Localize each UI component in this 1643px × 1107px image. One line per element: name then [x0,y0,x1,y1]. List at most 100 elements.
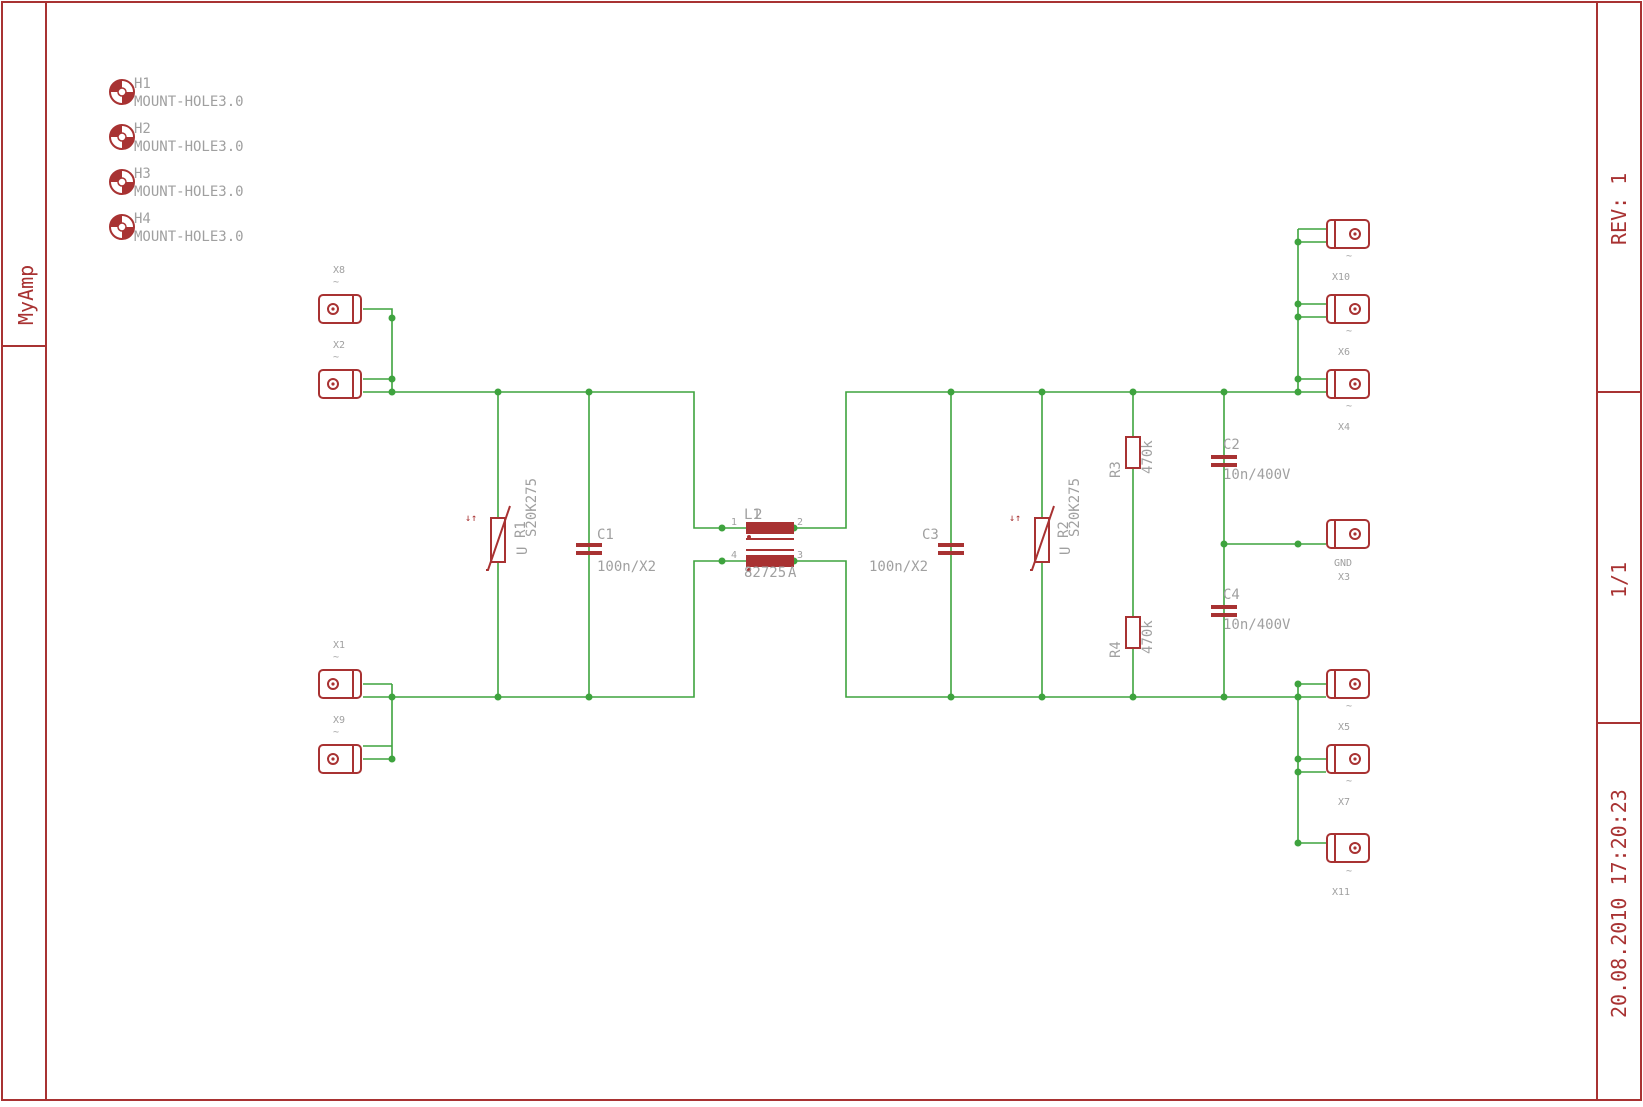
screw-terminal-icon [1326,219,1370,249]
connector-x5: ~ X5 [1326,669,1370,733]
connector-x9: X9 ~ [318,715,362,774]
screw-terminal-icon [318,669,362,699]
choke-pin-label: 1 [731,517,737,528]
capacitor-plate-icon [576,543,602,547]
mount-hole-h3: H3 MOUNT-HOLE3.0 [109,166,244,200]
junctions [388,238,1302,847]
connector-x1: X1 ~ [318,640,362,699]
choke-pin-label: 4 [731,550,737,561]
capacitor-value: 100n/X2 [597,559,656,575]
connector-name: X3 [1338,572,1350,583]
mount-hole-name: H1 [134,76,151,92]
screw-terminal-icon [318,744,362,774]
connector-name: X6 [1338,347,1350,358]
varistor-name: R2 [1056,521,1072,538]
connector-x2: X2 ~ [318,340,362,399]
connector-tilde: ~ [1346,326,1352,337]
varistor-mark: U [1058,547,1074,555]
capacitor-c3: C3 100n/X2 [869,527,964,575]
capacitor-name: C3 [922,527,939,543]
choke-winding-icon [746,522,794,534]
capacitor-c1: C1 100n/X2 [576,527,656,575]
capacitor-plate-icon [576,551,602,555]
varistor-mark: U [515,547,531,555]
capacitor-plate-icon [1211,455,1237,459]
mount-hole-value: MOUNT-HOLE3.0 [134,229,244,245]
connector-tilde: ~ [333,652,339,663]
screw-terminal-icon [1326,294,1370,324]
timestamp: 20.08.2010 17:20:23 [1607,789,1631,1018]
choke-value-overlay: A [788,565,797,581]
capacitor-value: 10n/400V [1223,617,1291,633]
resistor-name: R3 [1108,461,1124,478]
resistor-value: 470k [1140,620,1156,654]
connector-name: X9 [333,715,345,726]
connector-tilde: ~ [1346,776,1352,787]
varistor-name: R1 [513,521,529,538]
mount-hole-name: H2 [134,121,151,137]
connector-x4: ~ X4 [1326,369,1370,433]
connector-name: X1 [333,640,345,651]
capacitor-plate-icon [938,543,964,547]
connector-x11: ~ X11 [1326,833,1370,898]
connector-name: X5 [1338,722,1350,733]
mount-hole-name: H3 [134,166,151,182]
wires [363,228,1326,844]
varistor-r1: ↓↑ U R1 S20K275 [465,478,540,571]
varistor-value: S20K275 [1067,478,1083,537]
screw-terminal-icon [1326,744,1370,774]
mount-hole-icon [109,214,135,240]
connector-tilde: ~ [333,352,339,363]
connector-name: X2 [333,340,345,351]
resistor-r4: R4 470k [1108,616,1156,658]
varistor-arrows: ↓↑ [1009,513,1021,524]
resistor-body-icon [1125,436,1141,469]
screw-terminal-icon [1326,369,1370,399]
connector-x3: GND X3 [1326,519,1370,583]
mount-hole-name: H4 [134,211,151,227]
choke-name: L1 [744,507,761,523]
choke-winding-icon [746,555,794,567]
resistor-name: R4 [1108,641,1124,658]
varistor-value: S20K275 [524,478,540,537]
mount-hole-icon [109,169,135,195]
connector-tilde: ~ [1346,701,1352,712]
capacitor-plate-icon [1211,463,1237,467]
mount-hole-h1: H1 MOUNT-HOLE3.0 [109,76,244,110]
connector-x10: ~ X10 [1326,219,1370,283]
choke-pin-label: 2 [797,517,803,528]
mount-hole-value: MOUNT-HOLE3.0 [134,139,244,155]
connector-name: X11 [1332,887,1350,898]
mount-hole-h2: H2 MOUNT-HOLE3.0 [109,121,244,155]
resistor-value: 470k [1140,440,1156,474]
connector-tilde: ~ [333,727,339,738]
sheet-number: 1/1 [1607,562,1631,598]
connector-name: X10 [1332,272,1350,283]
capacitor-name: C4 [1223,587,1240,603]
capacitor-value: 10n/400V [1223,467,1291,483]
connector-tilde: ~ [333,277,339,288]
screw-terminal-icon [318,294,362,324]
resistor-body-icon [1125,616,1141,649]
connector-name: X8 [333,265,345,276]
choke-l1: 1 2 4 3 L1 2 82725 A [722,507,803,581]
screw-terminal-icon [1326,669,1370,699]
capacitor-plate-icon [1211,613,1237,617]
capacitor-value: 100n/X2 [869,559,928,575]
capacitor-name: C2 [1223,437,1240,453]
connector-tilde: ~ [1346,251,1352,262]
connector-name: X4 [1338,422,1350,433]
varistor-slash-icon [1030,505,1055,571]
choke-pin-label: 3 [797,550,803,561]
choke-value: 82725 [744,565,786,581]
capacitor-c2: C2 10n/400V [1211,437,1291,483]
screw-terminal-icon [318,369,362,399]
project-name: MyAmp [14,265,38,325]
capacitor-plate-icon [1211,605,1237,609]
screw-terminal-icon [1326,833,1370,863]
capacitor-plate-icon [938,551,964,555]
connector-tilde: ~ [1346,401,1352,412]
